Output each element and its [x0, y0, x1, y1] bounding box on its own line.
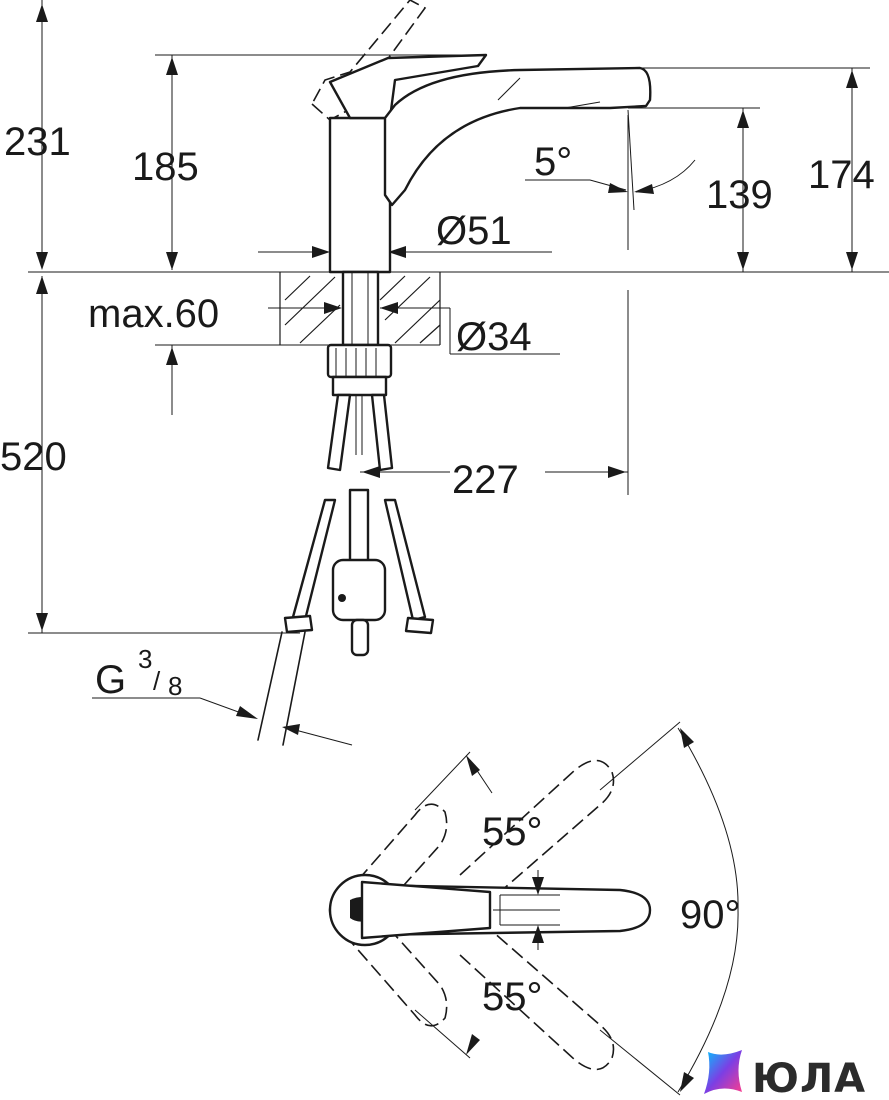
label-swivel-55-down: 55° — [482, 975, 543, 1019]
reference-lines — [28, 54, 889, 634]
label-diameter-51: Ø51 — [436, 209, 512, 253]
dim-reach: 227 — [360, 458, 628, 502]
watermark-text: ЮЛА — [752, 1056, 866, 1100]
label-139: 139 — [706, 173, 773, 217]
label-thread-num: 3 — [138, 644, 152, 674]
label-thread-slash: / — [153, 666, 161, 696]
label-diameter-34: Ø34 — [456, 315, 532, 359]
watermark-logo: ЮЛА — [704, 1050, 866, 1100]
label-185: 185 — [132, 145, 199, 189]
faucet-body — [310, 0, 652, 274]
label-227: 227 — [452, 458, 519, 502]
top-view: 55° 55° 90° — [328, 721, 741, 1096]
dim-spout-height: 174 — [808, 68, 875, 272]
label-5-degree: 5° — [534, 140, 572, 184]
label-thread-g: G — [95, 658, 126, 702]
watermark-logo-icon — [704, 1050, 742, 1094]
label-520: 520 — [0, 435, 67, 479]
label-swivel-55-up: 55° — [482, 810, 543, 854]
dim-max-thickness: max.60 Ø34 — [88, 292, 560, 415]
dim-hose-length: 520 — [0, 276, 67, 633]
mounting-nut-hoses — [257, 343, 435, 746]
dim-spout-angle: 5° — [525, 109, 696, 211]
label-174: 174 — [808, 153, 875, 197]
dim-outlet-height: 139 — [706, 108, 773, 272]
label-swivel-90: 90° — [680, 893, 741, 937]
dim-thread-size: G 3 / 8 — [92, 644, 353, 746]
countertop-section — [279, 270, 441, 347]
dim-total-height: 231 — [4, 0, 71, 270]
dim-base-diameter: Ø51 — [258, 209, 552, 258]
label-thread-den: 8 — [168, 671, 182, 701]
dim-body-height: 185 — [132, 55, 199, 270]
label-231: 231 — [4, 120, 71, 164]
label-max-60: max.60 — [88, 292, 219, 336]
